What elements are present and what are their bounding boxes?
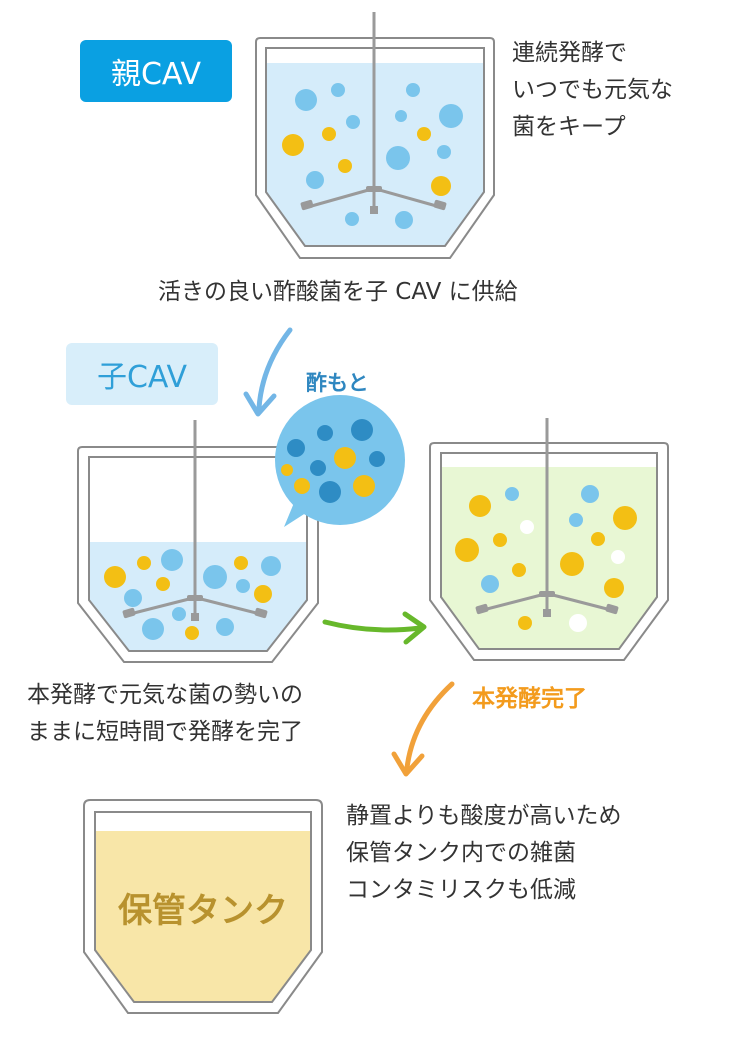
arrow-child-to-complete bbox=[322, 611, 427, 645]
child-desc-line: ままに短時間で発酵を完了 bbox=[27, 719, 303, 745]
parent-cav-badge: 親CAV bbox=[80, 40, 232, 102]
parent-cav-badge-label: 親CAV bbox=[110, 57, 202, 92]
child-cav-description: 本発酵で元気な菌の勢いの ままに短時間で発酵を完了 bbox=[27, 677, 387, 751]
parent-desc-line: 菌をキープ bbox=[512, 114, 626, 140]
completed-agitator bbox=[475, 418, 619, 617]
parent-desc-line: 連続発酵で bbox=[512, 40, 627, 66]
starter-label: 酢もと bbox=[306, 371, 369, 395]
arrow-complete-to-storage bbox=[391, 681, 455, 777]
child-bubbles bbox=[104, 549, 281, 640]
parent-cav-tank bbox=[255, 12, 495, 259]
storage-desc-line: 静置よりも酸度が高いため bbox=[346, 803, 622, 829]
parent-cav-description: 連続発酵で いつでも元気な 菌をキープ bbox=[512, 35, 732, 146]
storage-tank bbox=[83, 799, 323, 1014]
child-desc-line: 本発酵で元気な菌の勢いの bbox=[27, 682, 303, 708]
complete-label: 本発酵完了 bbox=[472, 686, 587, 712]
arrow-parent-to-child bbox=[243, 327, 293, 417]
starter-bubble bbox=[275, 395, 405, 527]
completed-bubbles bbox=[455, 485, 637, 632]
storage-tank-label: 保管タンク bbox=[118, 891, 288, 931]
child-cav-badge: 子CAV bbox=[66, 343, 218, 405]
storage-description: 静置よりも酸度が高いため 保管タンク内での雑菌 コンタミリスクも低減 bbox=[346, 798, 716, 909]
storage-desc-line: コンタミリスクも低減 bbox=[346, 877, 576, 903]
child-agitator bbox=[122, 420, 268, 621]
parent-desc-line: いつでも元気な bbox=[512, 77, 673, 103]
child-cav-badge-label: 子CAV bbox=[96, 360, 188, 395]
storage-desc-line: 保管タンク内での雑菌 bbox=[346, 840, 576, 866]
parent-agitator bbox=[300, 12, 447, 214]
parent-bubbles bbox=[282, 83, 463, 229]
child-cav-tank bbox=[77, 420, 319, 663]
supply-text: 活きの良い酢酸菌を子 CAV に供給 bbox=[158, 279, 518, 305]
completed-tank bbox=[429, 418, 669, 661]
